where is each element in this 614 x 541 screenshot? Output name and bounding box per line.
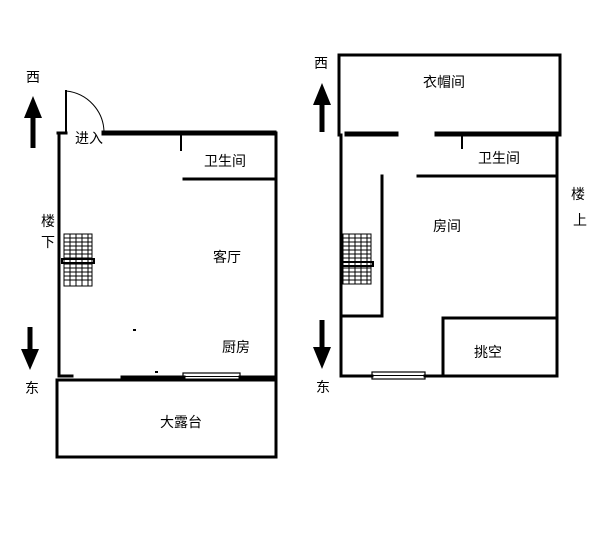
living-room-label: 客厅 <box>213 249 241 266</box>
entry-label: 进入 <box>75 131 103 147</box>
left-east-label: 东 <box>25 381 39 397</box>
right-bathroom-label: 卫生间 <box>478 151 520 167</box>
right-west-label: 西 <box>314 56 328 72</box>
left-west-label: 西 <box>26 70 40 86</box>
right-south-arrow <box>313 320 331 369</box>
right-east-label: 东 <box>316 380 330 396</box>
bathroom-label: 卫生间 <box>204 154 246 170</box>
terrace-outline <box>55 378 278 459</box>
right-staircase <box>340 233 374 285</box>
left-north-arrow <box>24 96 42 148</box>
void-label: 挑空 <box>474 345 502 361</box>
cloakroom-label: 衣帽间 <box>423 75 465 91</box>
stairs-down-label-2: 下 <box>41 235 55 251</box>
left-staircase <box>61 233 95 287</box>
terrace-label: 大露台 <box>160 415 202 431</box>
stairs-up-label-2: 上 <box>573 213 587 229</box>
left-south-arrow <box>21 327 39 370</box>
kitchen-label: 厨房 <box>222 340 250 356</box>
right-north-arrow <box>313 83 331 132</box>
stairs-up-label-1: 楼 <box>571 187 585 203</box>
stairs-down-label-1: 楼 <box>41 214 55 230</box>
right-floor-plan <box>337 53 562 380</box>
entry-door <box>65 90 105 134</box>
bedroom-label: 房间 <box>433 219 461 235</box>
left-floor-plan <box>55 90 278 459</box>
